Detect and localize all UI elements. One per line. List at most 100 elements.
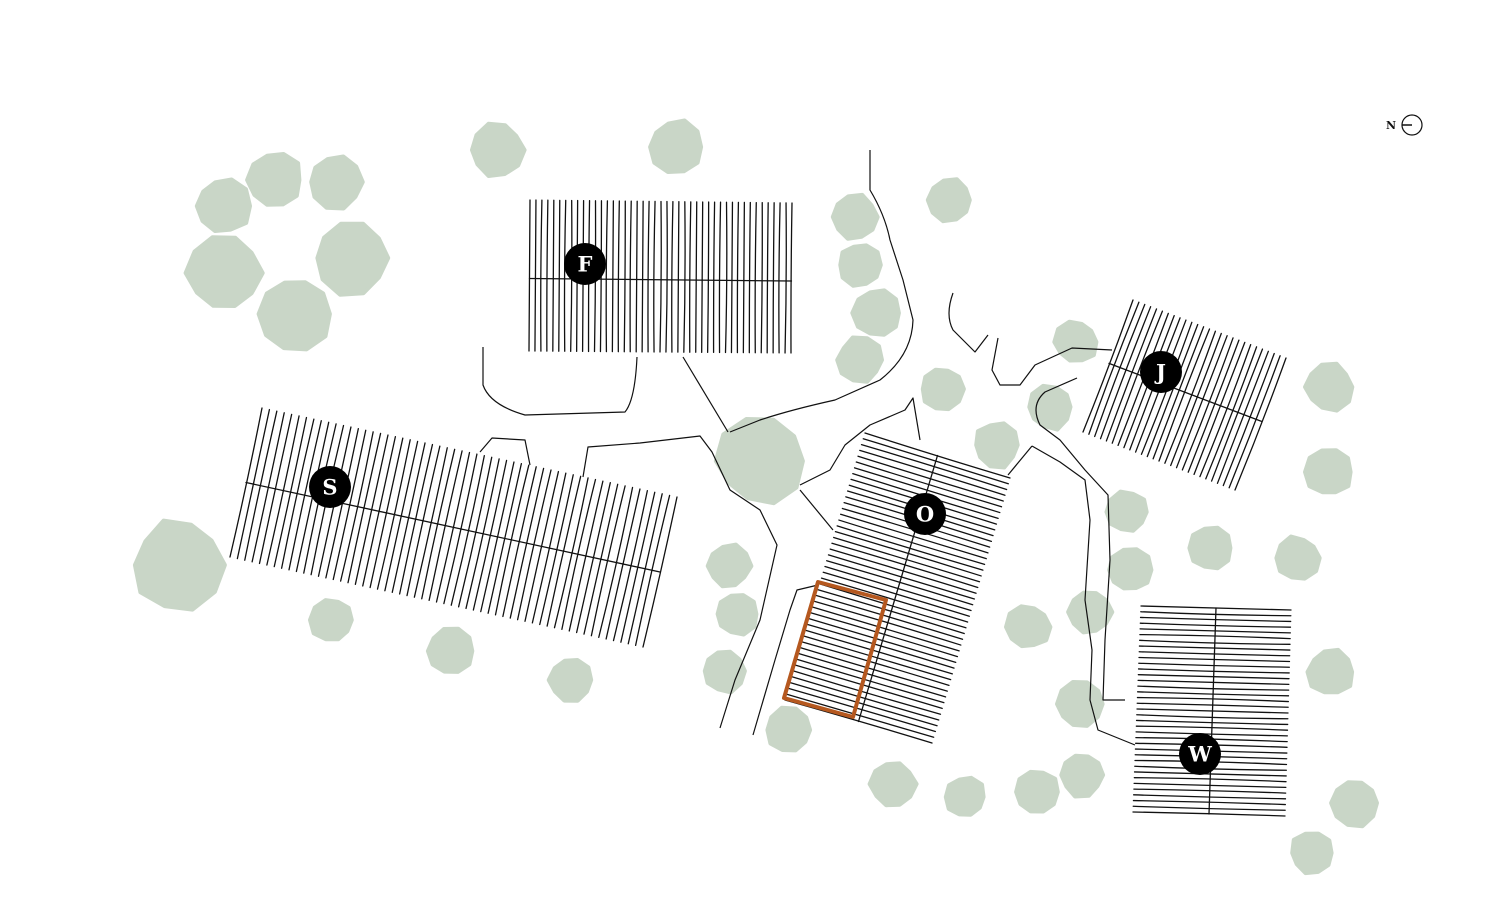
tree [830,192,880,241]
vine-row [754,201,757,354]
vine-row [810,612,959,658]
vine-row [784,202,787,354]
vine-row [831,542,979,589]
footpath [682,356,729,433]
block-label-j[interactable]: J [1140,351,1182,393]
vine-row [1164,330,1217,464]
tree [974,421,1020,470]
vine-row [528,199,531,352]
vine-row [629,200,632,353]
vine-row [1105,308,1158,442]
vine-row [1139,639,1291,645]
svg-text:J: J [1154,360,1166,385]
vine-row [742,201,746,354]
block-o[interactable] [784,432,1011,744]
block-j[interactable] [1082,299,1287,491]
vine-row [1205,346,1258,480]
blocks-layer [229,199,1292,817]
tree [850,288,901,337]
vine-row [605,200,609,353]
vine-row [801,641,950,687]
vine-row [766,202,769,354]
vine-row [1234,357,1287,491]
tree [1059,753,1106,799]
vine-row [671,200,674,353]
svg-text:W: W [1187,742,1212,767]
vine-row [546,199,549,352]
footpath [948,292,1113,386]
footpath [582,435,778,729]
vine-row [1170,332,1222,467]
trees-layer [132,118,1379,876]
tree [943,775,986,817]
tree [838,243,883,288]
vine-row [695,201,698,353]
tree [1290,831,1334,876]
vine-row [1111,310,1164,444]
vine-row [563,199,567,352]
vine-row [1140,611,1292,617]
vine-row [701,201,704,353]
svg-text:N: N [1386,119,1396,132]
vine-row [534,199,537,352]
vine-row [778,202,781,354]
footpath [479,437,531,466]
tree [132,518,227,612]
footpath [729,150,914,433]
tree [308,598,354,642]
tree [546,658,594,703]
tree [1104,489,1149,533]
tree [1303,361,1355,413]
vine-row [689,201,692,353]
vine-row [1139,633,1291,640]
tree [1187,525,1233,571]
tree [1303,448,1353,495]
tree [194,177,252,233]
vine-row [748,201,751,354]
footpath [1007,445,1033,476]
footpath [752,584,819,736]
block-divider [1108,362,1263,423]
vine-row [1181,337,1234,471]
block-w[interactable] [1132,605,1292,817]
vine-row [760,202,763,354]
tree [765,705,813,753]
vine-row [641,200,644,353]
tree [1329,780,1379,829]
svg-text:O: O [916,502,934,527]
vine-row [540,199,543,352]
tree [1052,319,1099,363]
vine-row [665,200,668,353]
highlighted-block-outline[interactable] [782,580,888,719]
block-label-s[interactable]: S [309,466,351,508]
vine-row [834,531,982,577]
tree [1274,534,1322,581]
vine-row [1082,299,1134,433]
svg-text:F: F [578,252,593,277]
footpath [1031,445,1136,746]
vine-row [817,589,965,635]
tree [245,152,302,207]
block-label-o[interactable]: O [904,493,946,535]
tree [713,417,805,506]
vine-row [1216,350,1269,484]
block-divider [245,481,661,573]
vine-row [1094,303,1146,438]
vine-row [1222,352,1275,487]
footpath [799,489,834,531]
vine-row [1152,326,1205,460]
vine-row [552,199,555,352]
footpath [1035,377,1125,701]
tree [648,118,704,174]
north-compass: N [1386,114,1423,136]
labels-layer: F S O J W [309,243,1221,775]
block-s[interactable] [229,407,678,648]
tree [315,221,391,297]
vine-row [1210,348,1264,482]
vine-row [826,560,974,606]
vine-row [736,201,740,354]
tree [425,626,475,674]
vine-row [683,201,686,353]
block-label-f[interactable]: F [564,243,606,285]
block-label-w[interactable]: W [1179,733,1221,775]
